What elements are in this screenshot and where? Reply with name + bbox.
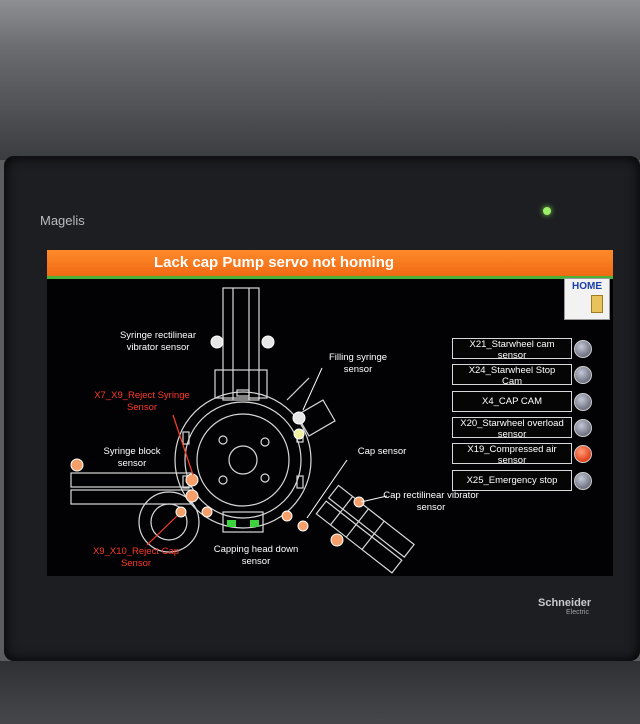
io-row-label: X4_CAP CAM [481,396,542,407]
io-lamp-x25 [574,472,592,490]
sensor-dot-cap [297,520,309,532]
top-housing [0,0,640,160]
label-line: sensor [416,502,446,513]
io-row-label: X19_Compressed air [467,444,557,455]
label-syringe-block: Syringe block sensor [87,446,177,470]
io-row-label: X25_Emergency stop [466,475,558,486]
io-lamp-x19 [574,445,592,463]
io-row-x24[interactable]: X24_Starwheel Stop Cam [452,364,572,385]
syringe-chute [222,287,260,401]
io-lamp-x20 [574,419,592,437]
machine-diagram [70,287,415,574]
label-line: sensor [241,556,271,567]
label-line: Syringe block [103,446,161,457]
home-button[interactable]: HOME [564,278,610,320]
io-lamp-x21 [574,340,592,358]
label-line: sensor [117,458,147,469]
label-line: Cap rectilinear vibrator [383,490,479,501]
io-row-label: Cam [501,375,523,385]
label-line: Sensor [120,558,152,569]
label-line: sensor [343,364,373,375]
alarm-banner[interactable]: Lack cap Pump servo not homing [47,250,613,279]
door-icon [591,295,603,313]
sensor-dot-x7 [185,473,199,487]
io-row-label: X21_Starwheel cam [469,339,555,350]
io-row-label: X24_Starwheel Stop [468,365,556,376]
label-cap-sensor: Cap sensor [357,446,407,457]
label-line: Filling syringe [328,352,388,363]
io-lamp-x24 [574,366,592,384]
sensor-dot-syringe-block [70,458,84,472]
label-line: X7_X9_Reject Syringe [94,390,190,401]
maker-logo: Schneider [538,597,592,609]
label-line: Sensor [126,402,158,413]
label-filling-syringe: Filling syringe sensor [313,352,403,376]
io-row-label: X20_Starwheel overload [460,418,564,429]
label-line: Capping head down [213,544,299,555]
io-row-x25[interactable]: X25_Emergency stop [452,470,572,491]
sensor-dot-x9 [201,506,213,518]
io-row-label: sensor [497,349,527,359]
hmi-screen: Lack cap Pump servo not homing HOME [47,250,613,576]
power-led [543,207,551,215]
io-row-x19[interactable]: X19_Compressed air sensor [452,443,572,464]
io-row-label: sensor [497,454,527,464]
io-row-label: sensor [497,428,527,438]
label-line: vibrator sensor [126,342,190,353]
io-row-x4[interactable]: X4_CAP CAM [452,391,572,412]
io-row-x21[interactable]: X21_Starwheel cam sensor [452,338,572,359]
model-logo: Magelis [40,213,85,228]
alarm-text: Lack cap Pump servo not homing [154,254,395,271]
label-line: Syringe rectilinear [119,330,197,341]
io-lamp-x4 [574,393,592,411]
label-syringe-rectilinear: Syringe rectilinear vibrator sensor [93,330,223,354]
label-cap-rectilinear: Cap rectilinear vibrator sensor [373,490,489,514]
syringe-rail [70,472,192,488]
sensor-dot-cap-vibrator [330,533,344,547]
sensor-dot-syringe-rectilinear [210,335,224,349]
label-x7-x9-reject: X7_X9_Reject Syringe Sensor [77,390,207,414]
label-x9-x10-reject: X9_X10_Reject Cap Sensor [77,546,195,570]
starwheel-outer [174,391,312,529]
maker-logo-sub: Electric [566,609,589,616]
home-button-label: HOME [572,281,602,292]
label-capping-head: Capping head down sensor [201,544,311,568]
sensor-dot-filling [292,411,306,425]
label-line: X9_X10_Reject Cap [92,546,180,557]
io-row-x20[interactable]: X20_Starwheel overload sensor [452,417,572,438]
bottom-housing [0,661,640,724]
